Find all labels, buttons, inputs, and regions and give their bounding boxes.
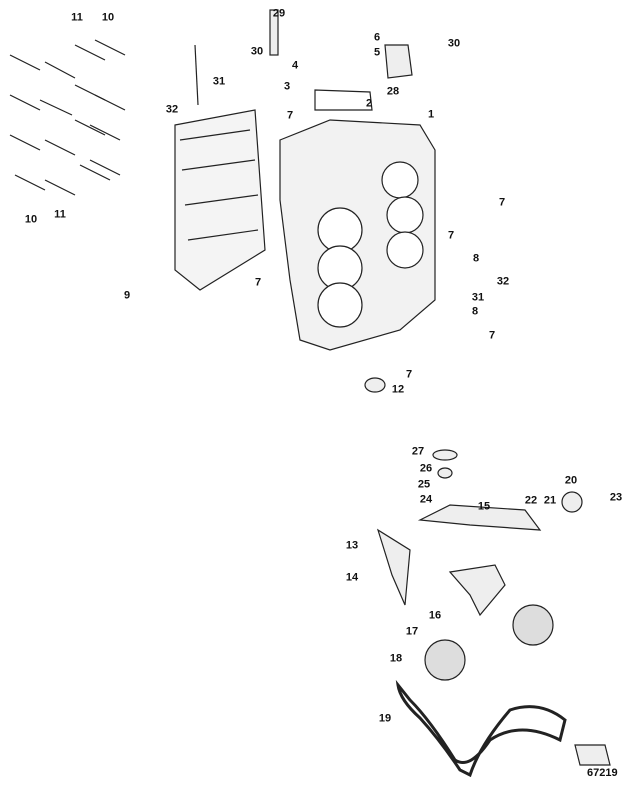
callout-label: 24	[419, 493, 433, 506]
callout-label: 22	[524, 494, 538, 507]
callout-label: 7	[286, 109, 294, 122]
callout-label: 20	[564, 474, 578, 487]
callout-label: 12	[391, 383, 405, 396]
callout-label: 10	[24, 213, 38, 226]
callout-label: 30	[250, 45, 264, 58]
callout-label: 7	[405, 368, 413, 381]
callout-label: 4	[291, 59, 299, 72]
callout-label: 9	[123, 289, 131, 302]
diagram-reference-number: 67219	[587, 767, 618, 779]
callout-label: 2	[365, 97, 373, 110]
callout-label: 7	[254, 276, 262, 289]
callout-label: 10	[101, 11, 115, 24]
callout-label: 5	[373, 46, 381, 59]
callout-label: 23	[609, 491, 623, 504]
chain-guide-icon	[417, 504, 542, 531]
callout-label: 29	[272, 7, 286, 20]
callout-label: 14	[345, 571, 359, 584]
callout-label: 7	[447, 229, 455, 242]
callout-label: 31	[471, 291, 485, 304]
callout-label: 17	[405, 625, 419, 638]
sprocket-icon	[424, 639, 466, 681]
callout-label: 7	[488, 329, 496, 342]
callout-label: 8	[471, 305, 479, 318]
callout-label: 11	[54, 208, 66, 221]
callout-label: 32	[165, 103, 179, 116]
callout-label: 1	[427, 108, 435, 121]
callout-label: 11	[71, 11, 83, 24]
callout-label: 16	[428, 609, 442, 622]
callout-label: 25	[417, 478, 431, 491]
bolt-set-icon	[9, 39, 126, 196]
callout-label: 21	[543, 494, 557, 507]
callout-label: 30	[447, 37, 461, 50]
callout-label: 18	[389, 652, 403, 665]
callout-label: 7	[498, 196, 506, 209]
callout-label: 32	[496, 275, 510, 288]
callout-label: 8	[472, 252, 480, 265]
callout-label: 28	[386, 85, 400, 98]
callout-label: 31	[212, 75, 226, 88]
callout-label: 13	[345, 539, 359, 552]
timing-chain-icon	[395, 679, 567, 778]
callout-label: 19	[378, 712, 392, 725]
callout-label: 6	[373, 31, 381, 44]
tensioner-icon	[376, 528, 411, 606]
callout-label: 3	[283, 80, 291, 93]
callout-label: 27	[411, 445, 425, 458]
callout-label: 15	[477, 500, 491, 513]
callout-label: 26	[419, 462, 433, 475]
